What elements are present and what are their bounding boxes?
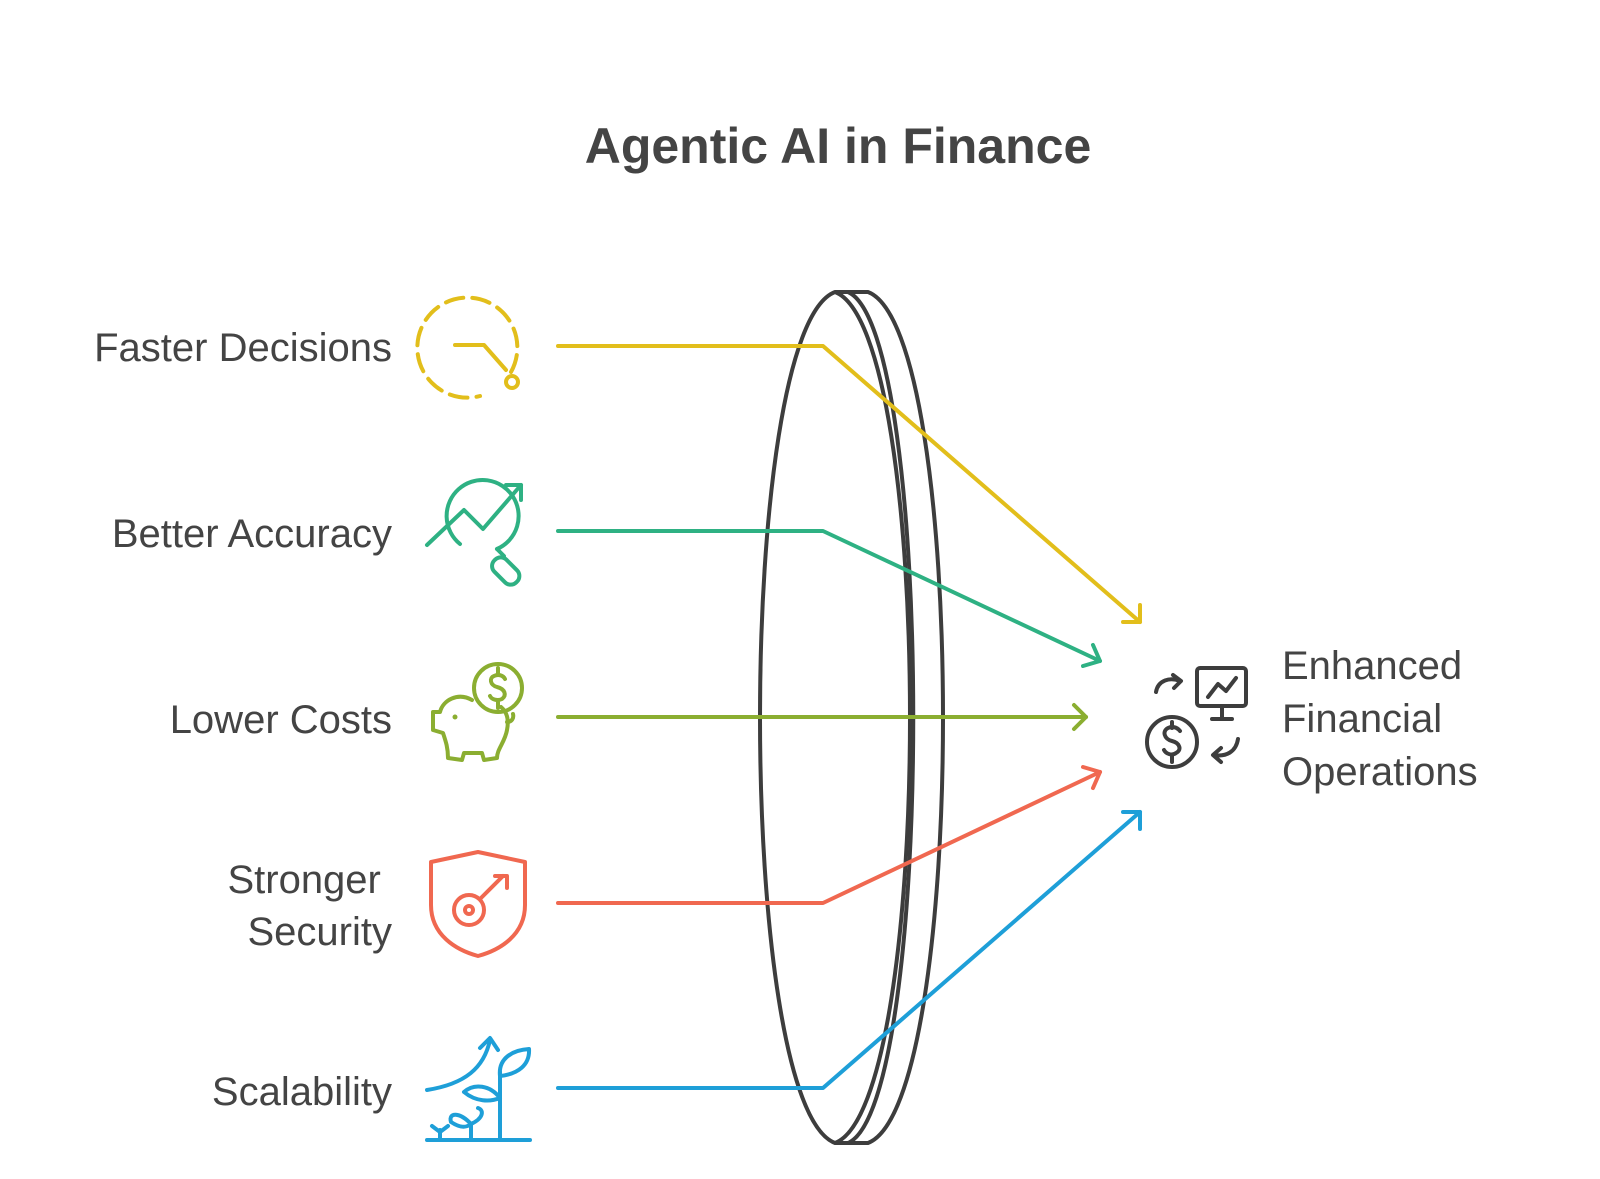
output-label: Enhanced Financial Operations [1282, 644, 1478, 794]
arrow-better-accuracy [556, 529, 1102, 668]
chart-magnifier-icon [425, 478, 523, 587]
input-labels: Faster Decisions Better Accuracy Lower C… [94, 326, 392, 1114]
lens-front [758, 290, 912, 1145]
arrow-stronger-security [556, 765, 1102, 905]
page-title: Agentic AI in Finance [585, 118, 1092, 174]
arrow-curve-bottom-icon [1212, 737, 1240, 758]
label-scalability: Scalability [212, 1070, 392, 1114]
label-stronger-security: Stronger Security [227, 858, 392, 954]
shield-key-icon [429, 850, 527, 958]
label-faster-decisions: Faster Decisions [94, 326, 392, 370]
label-better-accuracy: Better Accuracy [112, 512, 392, 556]
connectors [556, 344, 1142, 1090]
arrow-scalability [556, 810, 1142, 1090]
piggy-bank-dollar-icon [431, 662, 524, 762]
arrow-faster-decisions [556, 344, 1142, 624]
financial-operations-icon [1145, 666, 1248, 769]
label-lower-costs: Lower Costs [170, 698, 392, 742]
growing-plant-icon [425, 1036, 532, 1142]
clock-dashed-icon [415, 295, 520, 400]
dollar-coin-icon [1145, 715, 1199, 769]
arrow-lower-costs [556, 703, 1088, 731]
